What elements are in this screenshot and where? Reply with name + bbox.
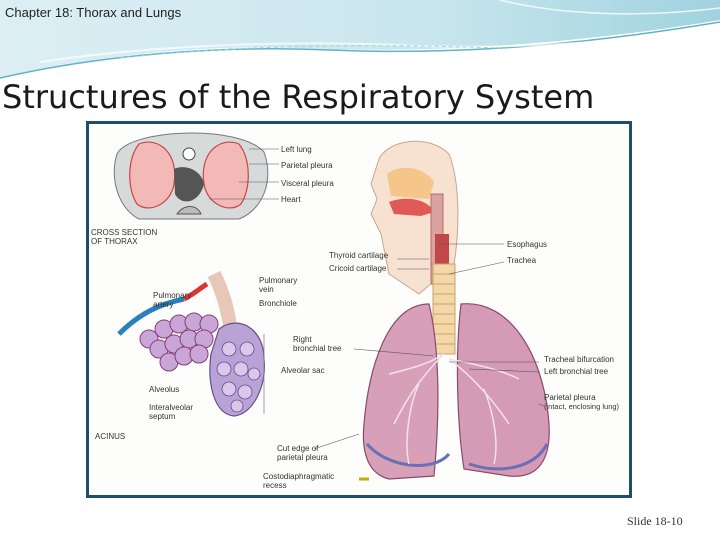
- slide-title: Structures of the Respiratory System: [2, 78, 595, 116]
- label-heart: Heart: [281, 195, 301, 204]
- label-pulmonary-vein: Pulmonary: [259, 276, 298, 285]
- chapter-title: Chapter 18: Thorax and Lungs: [5, 5, 182, 20]
- thorax-cross-section: [113, 132, 269, 220]
- label-interalveolar: Interalveolar: [149, 403, 194, 412]
- respiratory-illustration: Left lung Parietal pleura Visceral pleur…: [86, 121, 632, 498]
- label-trachea: Trachea: [507, 256, 537, 265]
- label-intact-enclosing-lung: (intact, enclosing lung): [544, 402, 620, 411]
- anatomy-drawing: [113, 132, 550, 481]
- label-of-thorax: OF THORAX: [91, 237, 138, 246]
- label-left-bronchial-tree: Left bronchial tree: [544, 367, 609, 376]
- label-visceral-pleura: Visceral pleura: [281, 179, 334, 188]
- header-swoosh: [0, 0, 720, 79]
- label-alveolar-sac: Alveolar sac: [281, 366, 325, 375]
- leader-lines: [209, 148, 545, 450]
- label-thyroid-cartilage: Thyroid cartilage: [329, 251, 389, 260]
- label-pulmonary-artery: Pulmonary: [153, 291, 192, 300]
- label-parietal-pleura-lung: Parietal pleura: [544, 393, 596, 402]
- label-tracheal-bifurcation: Tracheal bifurcation: [544, 355, 614, 364]
- label-cut-edge: Cut edge of: [277, 444, 319, 453]
- label-left-lung: Left lung: [281, 145, 312, 154]
- label-cross-section: CROSS SECTION: [91, 228, 158, 237]
- label-acinus: ACINUS: [95, 432, 126, 441]
- label-parietal-pleura-cut: parietal pleura: [277, 453, 328, 462]
- label-recess: recess: [263, 481, 287, 490]
- label-parietal-pleura: Parietal pleura: [281, 161, 333, 170]
- lungs-drawing: [359, 303, 550, 481]
- label-bronchiole: Bronchiole: [259, 299, 297, 308]
- label-esophagus: Esophagus: [507, 240, 548, 249]
- head-neck-drawing: [370, 140, 459, 295]
- label-vein: vein: [259, 285, 274, 294]
- label-right-bronchial-tree: bronchial tree: [293, 344, 342, 353]
- label-cricoid-cartilage: Cricoid cartilage: [329, 264, 387, 273]
- label-right: Right: [293, 335, 312, 344]
- trachea-drawing: [432, 263, 456, 355]
- slide-number: Slide 18-10: [627, 514, 683, 528]
- label-costodiaphragmatic: Costodiaphragmatic: [263, 472, 335, 481]
- acinus-drawing: [117, 270, 266, 417]
- label-septum: septum: [149, 412, 176, 421]
- label-alveolus: Alveolus: [149, 385, 180, 394]
- label-artery: artery: [153, 300, 174, 309]
